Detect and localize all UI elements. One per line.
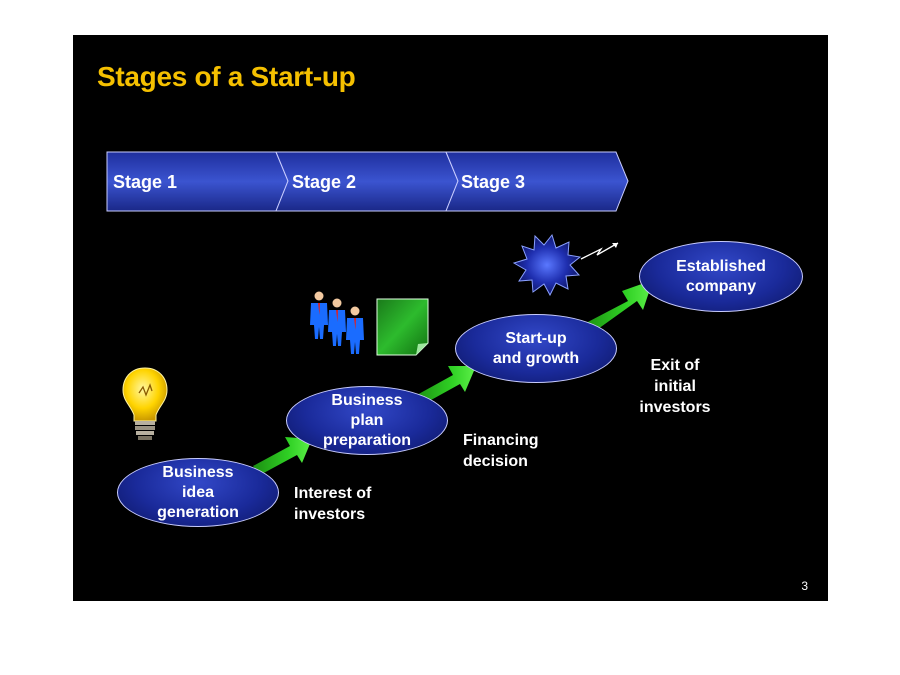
- document-icon: [376, 298, 429, 356]
- arrow-icon: [580, 242, 619, 260]
- step-label: Start-up and growth: [492, 329, 580, 367]
- stage-3-chevron: [445, 151, 629, 212]
- step-label: Established company: [676, 257, 766, 295]
- stage-band: [106, 151, 653, 475]
- starburst-icon: [512, 233, 582, 297]
- note-exit-of-initial-investors: Exit of initial investors: [639, 357, 711, 416]
- stage-label: Stage 3: [461, 172, 526, 192]
- light-bulb-icon: [122, 367, 168, 440]
- arrow-2: [415, 366, 476, 405]
- slide: Stages of a Start-up: [73, 35, 828, 601]
- step-business-idea: Business idea generation: [117, 458, 279, 527]
- arrow-3: [584, 280, 653, 334]
- stage-label: Stage 1: [113, 172, 178, 192]
- businessmen-icon: [310, 291, 364, 354]
- step-established-company: Established company: [639, 241, 803, 312]
- step-label: Business idea generation: [157, 463, 239, 521]
- note-financing-decision: Financing decision: [463, 432, 539, 470]
- stage-label: Stage 2: [292, 172, 357, 192]
- slide-title: Stages of a Start-up: [97, 61, 356, 92]
- step-business-plan: Business plan preparation: [286, 386, 448, 455]
- step-start-up: Start-up and growth: [455, 314, 617, 383]
- note-interest-of-investors: Interest of investors: [294, 485, 372, 523]
- page-number: 3: [801, 579, 808, 593]
- arrow-1: [253, 437, 312, 475]
- step-label: Business plan preparation: [322, 391, 411, 449]
